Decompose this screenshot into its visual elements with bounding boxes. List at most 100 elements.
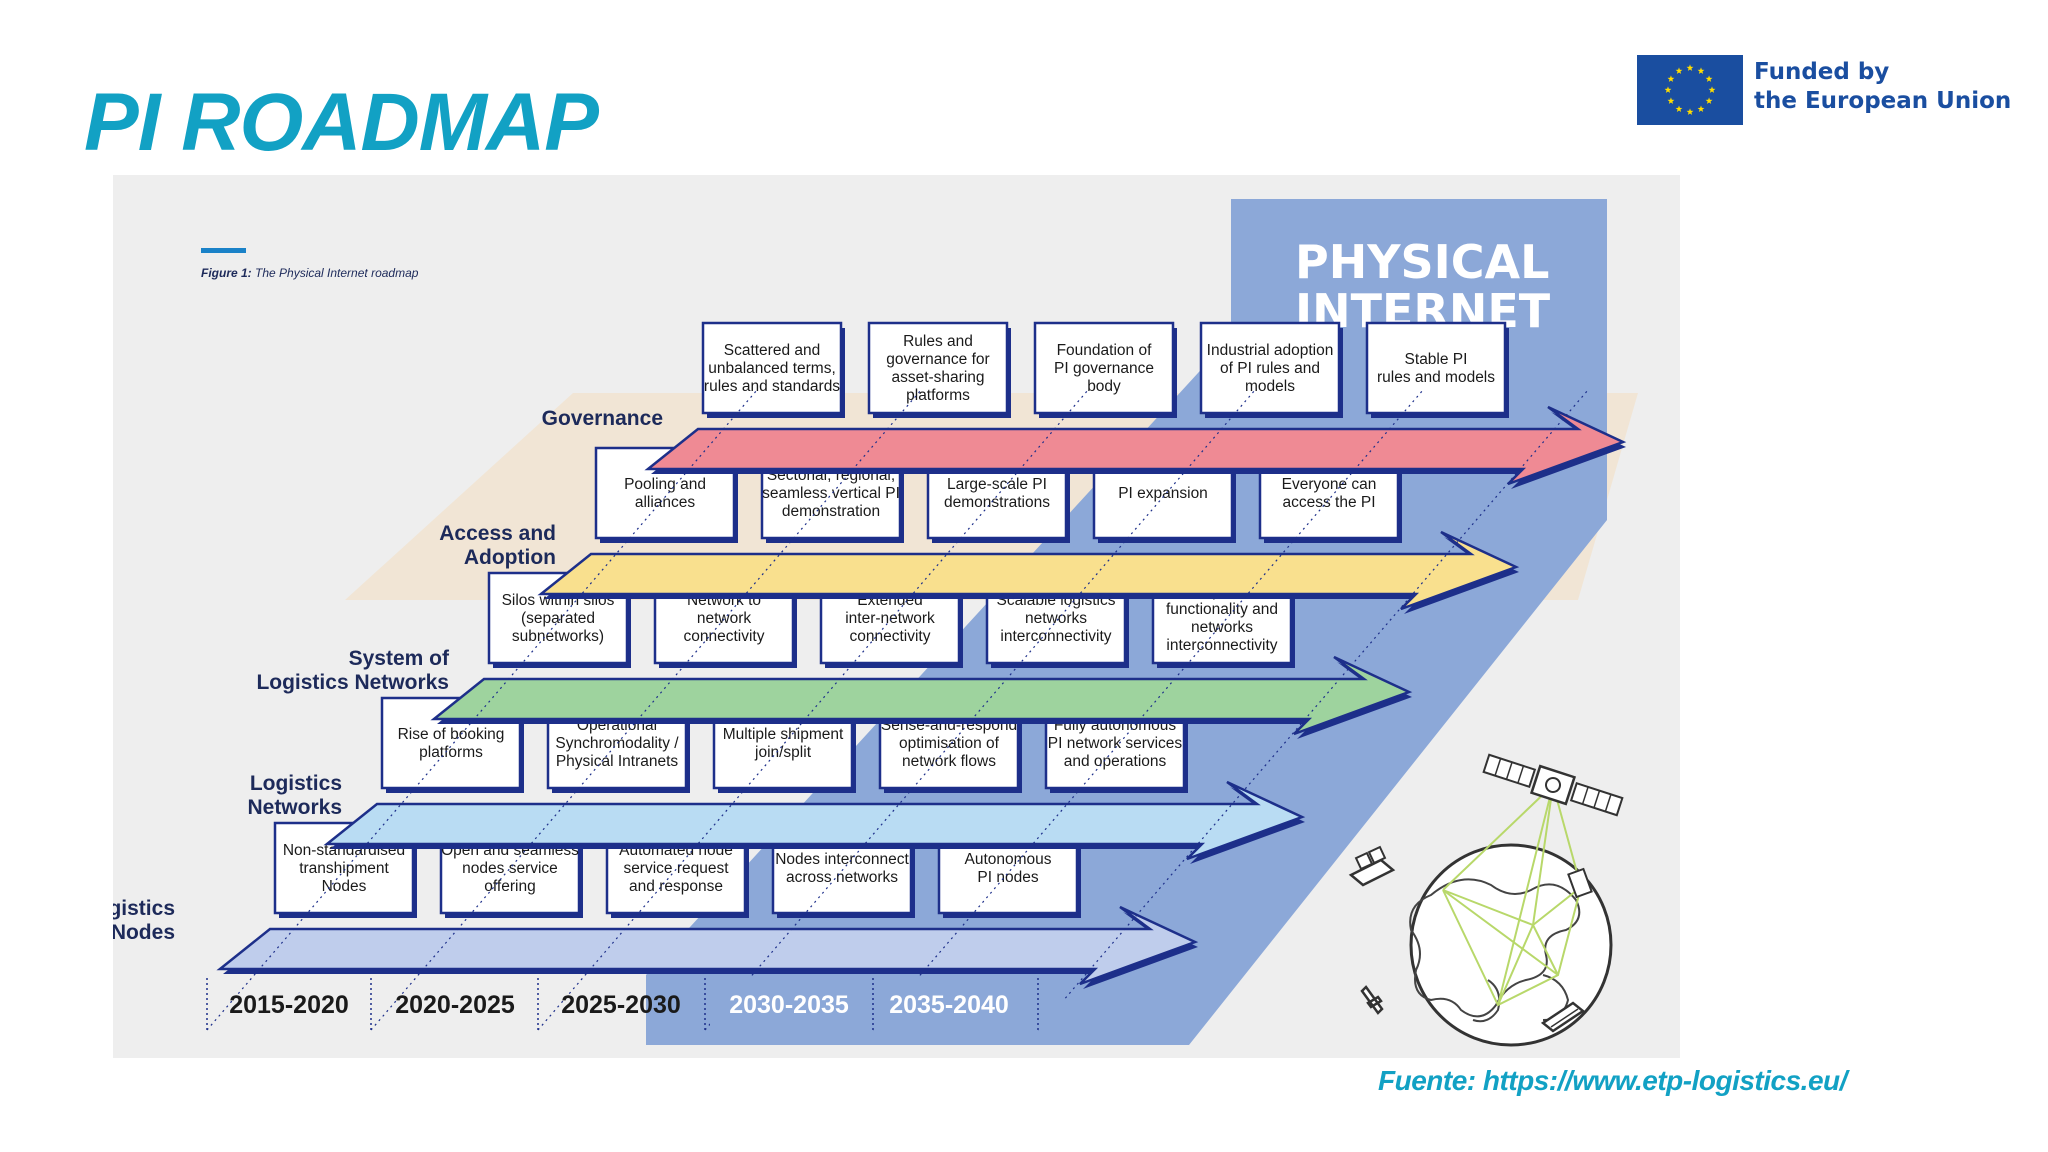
milestone-text: demonstration (782, 503, 880, 520)
period-guide (872, 389, 1424, 1031)
milestone-text: (separated (521, 610, 595, 627)
eu-star-icon (1686, 64, 1694, 71)
period-label: 2020-2025 (395, 991, 515, 1019)
milestone-frame (1365, 321, 1507, 415)
milestone-text: interconnectivity (1166, 637, 1277, 654)
milestone-text: functionality and (1166, 601, 1278, 618)
ship-icon (1348, 845, 1396, 887)
milestone-text: rules and standards (704, 378, 840, 395)
satellite-icon (1482, 753, 1624, 817)
future-period-band (710, 978, 1065, 1030)
milestone-text: unbalanced terms, (708, 360, 836, 377)
lane-arrow (323, 780, 1306, 861)
milestone-text: demonstrations (944, 494, 1050, 511)
milestone-text: rules and models (1377, 369, 1495, 386)
milestone-text: Physical Intranets (556, 753, 679, 770)
period-guide (206, 389, 758, 1031)
period-guide (537, 389, 1089, 1031)
lane-label: Logistics Networks (256, 671, 449, 694)
eu-star-icon (1697, 67, 1705, 74)
source-credit: Fuente: https://www.etp-logistics.eu/ (1378, 1065, 1847, 1096)
milestone-text: alliances (635, 494, 696, 511)
milestone-text: Multiple shipment (723, 726, 844, 743)
milestone-text: across networks (786, 869, 898, 886)
globe-illustration (1348, 753, 1624, 1047)
roadmap-lanes: LogisticsNodesNon-standardisedtranshipme… (113, 321, 1627, 989)
eu-star-icon (1705, 97, 1713, 104)
milestone-frame (1033, 321, 1175, 415)
globe-icon (1409, 784, 1613, 1047)
eu-star-icon (1667, 75, 1675, 82)
roadmap-figure: Figure 1: The Physical Internet roadmap … (113, 175, 1680, 1058)
milestone-text: transhipment (299, 860, 389, 877)
milestone-text: join/split (754, 744, 812, 761)
eu-flag-icon (1637, 55, 1743, 130)
eu-star-icon (1686, 108, 1694, 115)
milestone-text: Autonomous (964, 851, 1051, 868)
milestone-text: platforms (906, 387, 970, 404)
period-label: 2015-2020 (229, 991, 349, 1019)
milestone-text: PI network services (1048, 735, 1183, 752)
milestone-text: access the PI (1282, 494, 1375, 511)
period-guide (704, 389, 1256, 1031)
pi-title-line1: PHYSICAL (1295, 235, 1549, 289)
milestone-text: body (1087, 378, 1121, 395)
lane-arrow (644, 405, 1627, 486)
eu-star-icon (1705, 75, 1713, 82)
roadmap-diagram: Figure 1: The Physical Internet roadmap … (113, 199, 1638, 1047)
lane-label: Nodes (113, 921, 175, 944)
milestone-text: PI nodes (977, 869, 1038, 886)
milestone-text: Rules and (903, 333, 973, 350)
lane-label: Adoption (464, 546, 556, 569)
period-label: 2030-2035 (729, 991, 849, 1019)
milestone-text: seamless vertical PI (762, 485, 900, 502)
lane-label: Logistics (113, 897, 175, 920)
eu-star-icon (1697, 105, 1705, 112)
eu-star-icon (1675, 105, 1683, 112)
truck-icon (1567, 867, 1593, 899)
caption-accent (201, 248, 246, 253)
plane-icon (1360, 985, 1384, 1015)
milestone-frame (867, 321, 1009, 415)
figure-caption: Figure 1: The Physical Internet roadmap (201, 266, 419, 280)
train-icon (1540, 1001, 1586, 1033)
period-guides (206, 389, 1589, 1031)
milestone-text: networks (1025, 610, 1087, 627)
milestone-text: of PI rules and (1220, 360, 1320, 377)
milestone-text: and response (629, 878, 723, 895)
milestone-text: Large-scale PI (947, 476, 1047, 493)
milestone-frame (1199, 321, 1341, 415)
milestone-text: Nodes interconnect (775, 851, 909, 868)
milestone-text: network (697, 610, 752, 627)
milestone-text: Rise of booking (398, 726, 505, 743)
lane-label: System of (349, 647, 450, 670)
milestone-text: governance for (886, 351, 989, 368)
milestone-text: Nodes (322, 878, 367, 895)
milestone-text: PI expansion (1118, 485, 1208, 502)
lane-arrow (430, 655, 1413, 736)
milestone-text: Everyone can (1282, 476, 1377, 493)
milestone-text: connectivity (684, 628, 765, 645)
period-label: 2025-2030 (561, 991, 681, 1019)
milestone-text: inter-network (845, 610, 935, 627)
eu-star-icon (1667, 97, 1675, 104)
milestone-text: PI governance (1054, 360, 1154, 377)
milestone-text: Industrial adoption (1207, 342, 1334, 359)
eu-star-icon (1708, 86, 1716, 93)
milestone-text: service request (623, 860, 729, 877)
milestone-text: network flows (902, 753, 996, 770)
lane-label: Access and (439, 522, 556, 545)
milestone-text: subnetworks) (512, 628, 604, 645)
milestone-text: and operations (1064, 753, 1167, 770)
milestone-text: optimisation of (899, 735, 1000, 752)
eu-funding-line1: Funded by (1754, 59, 1890, 85)
slide-title: PI ROADMAP (84, 77, 599, 168)
period-guide (370, 389, 922, 1031)
lane-label: Networks (247, 796, 342, 819)
